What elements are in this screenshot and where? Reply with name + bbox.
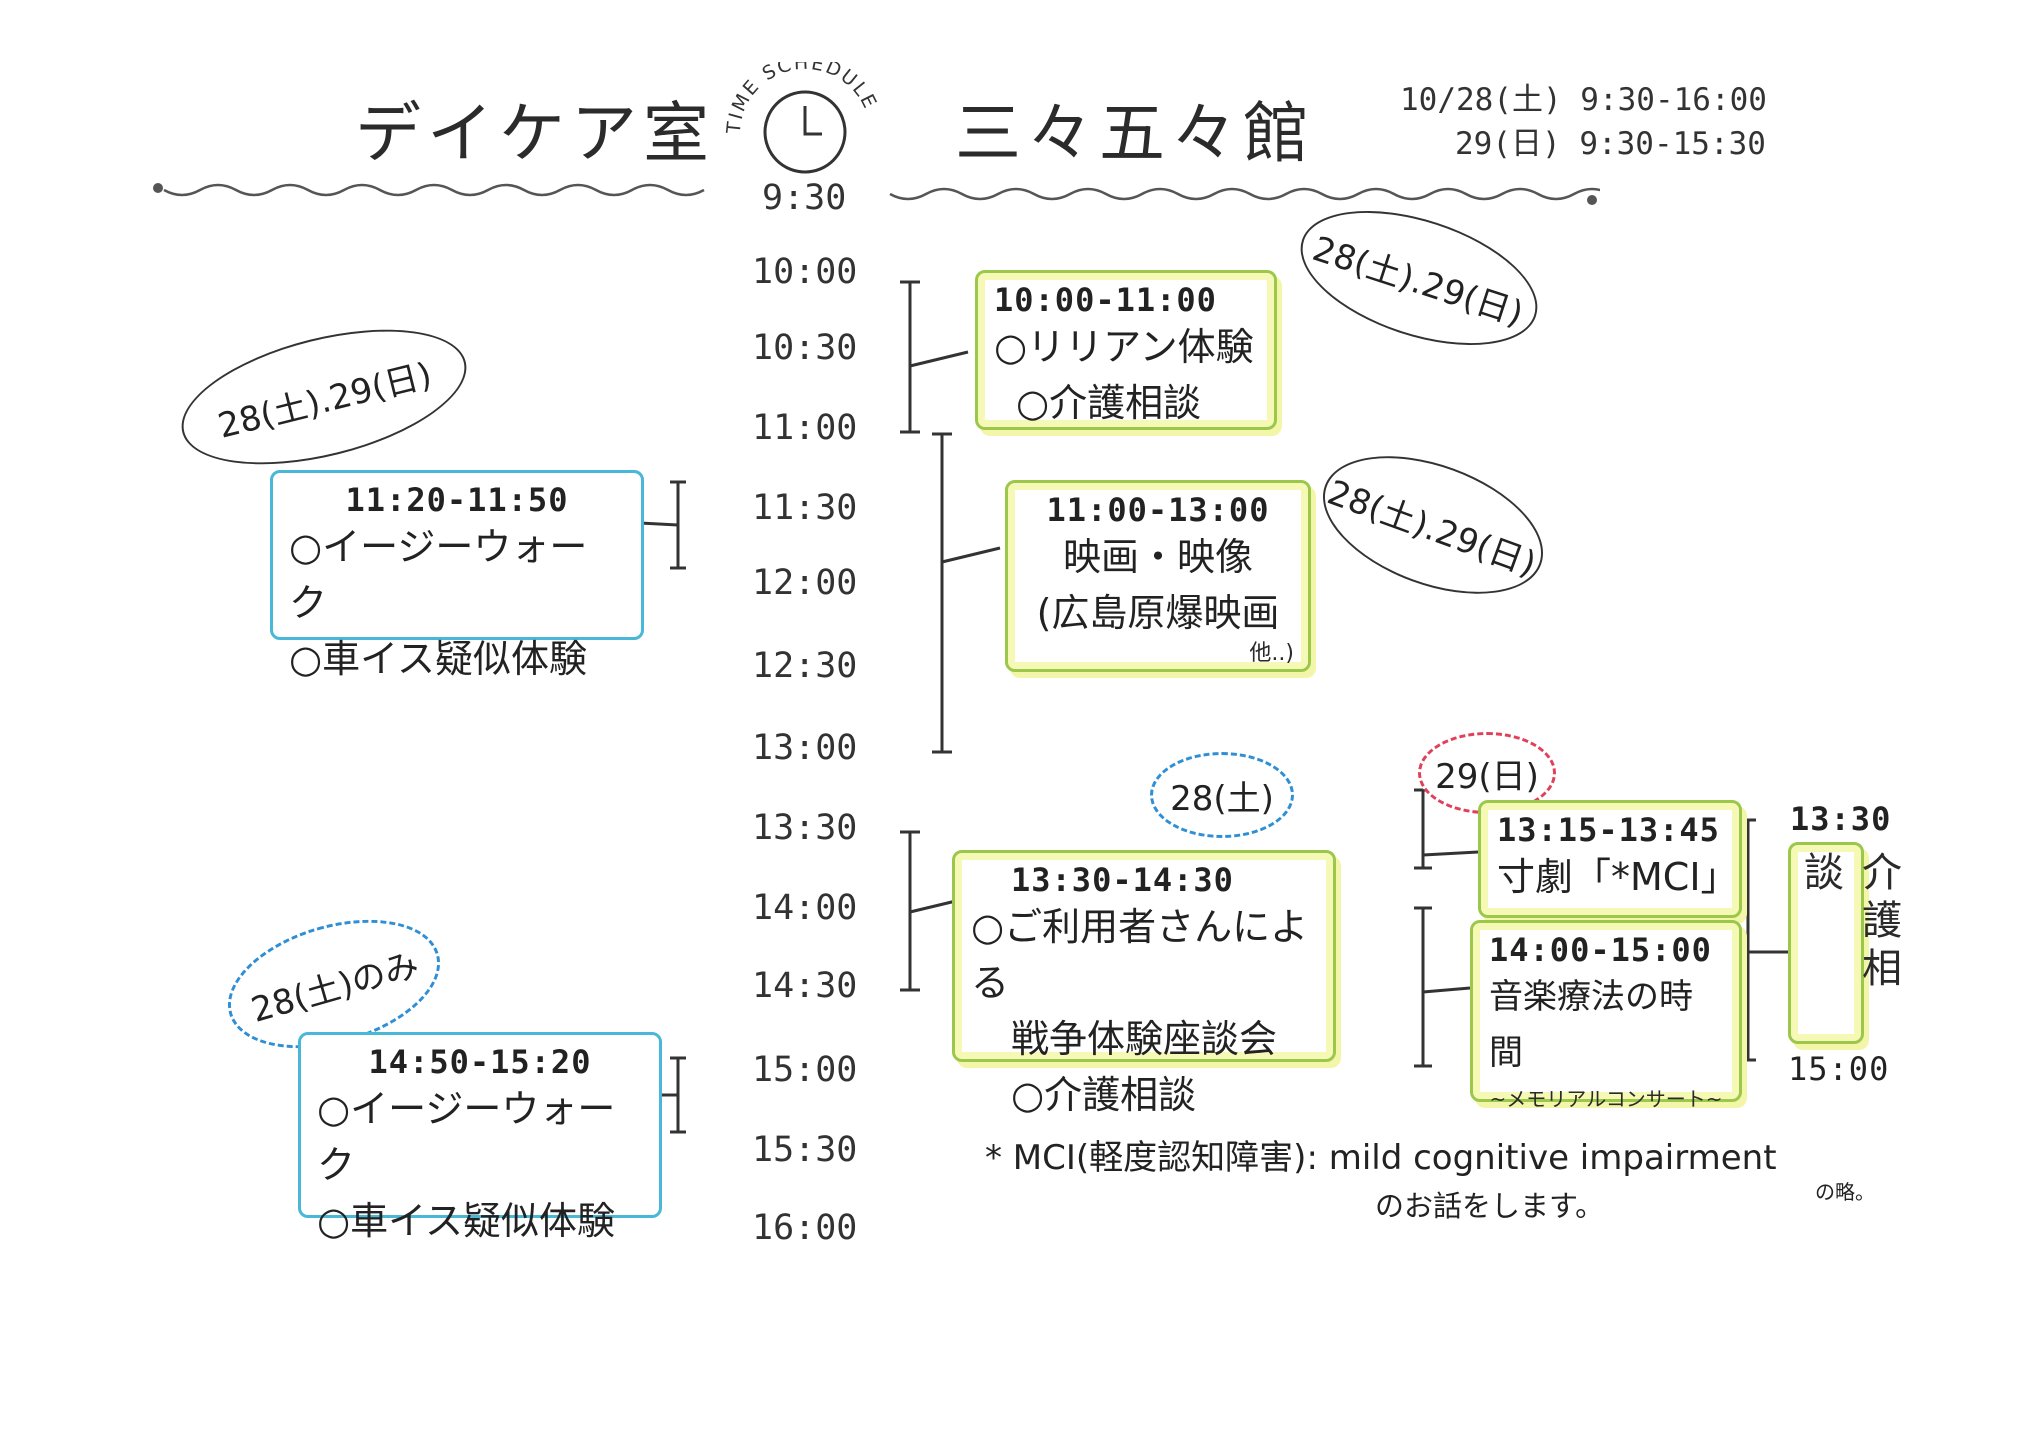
event-card-care: 介護相談 xyxy=(1788,842,1901,1044)
time-tick: 12:30 xyxy=(752,646,858,686)
time-tick: 15:30 xyxy=(752,1130,858,1170)
event-card-mci: 13:15-13:45 寸劇「*MCI」 xyxy=(1478,800,1742,918)
clock-logo: TIME SCHEDULE xyxy=(720,52,890,192)
time-tick: 14:00 xyxy=(752,888,858,928)
time-tick: 15:00 xyxy=(752,1050,858,1090)
event-time: 14:00-15:00 xyxy=(1489,931,1712,969)
time-tick: 16:00 xyxy=(752,1208,858,1248)
event-item: ○車イス疑似体験 xyxy=(289,637,588,681)
care-start-time: 13:30 xyxy=(1790,800,1892,838)
date-line-1: 10/28(土) 9:30-16:00 xyxy=(1400,82,1767,118)
event-item: ○介護相談 xyxy=(1011,1073,1197,1117)
event-line: (広島原爆映画 xyxy=(1036,591,1280,635)
time-tick: 11:00 xyxy=(752,408,858,448)
time-tick: 12:00 xyxy=(752,563,858,603)
time-tick: 10:30 xyxy=(752,328,858,368)
time-tick: 11:30 xyxy=(752,488,858,528)
event-sub: ~メモリアルコンサート~ xyxy=(1489,1087,1723,1111)
left-title: デイケア室 xyxy=(355,95,715,172)
event-time: 13:15-13:45 xyxy=(1497,811,1720,849)
event-card-music: 14:00-15:00 音楽療法の時間 ~メモリアルコンサート~ xyxy=(1470,920,1742,1111)
time-tick: 13:30 xyxy=(752,808,858,848)
event-card-lilian: 10:00-11:00 ○リリアン体験 ○介護相談 xyxy=(975,270,1277,430)
footnote-line-2: のお話をします。 xyxy=(1375,1189,1605,1223)
wavy-divider xyxy=(153,183,1600,205)
event-card-walk-pm: 14:50-15:20 ○イージーウォーク ○車イス疑似体験 xyxy=(298,1032,662,1243)
footnote: * MCI(軽度認知障害): mild cognitive impairment… xyxy=(985,1130,1875,1225)
event-time: 11:00-13:00 xyxy=(1046,491,1270,529)
event-card-walk-am: 11:20-11:50 ○イージーウォーク ○車イス疑似体験 xyxy=(270,470,644,681)
date-line-2: 29(日) 9:30-15:30 xyxy=(1455,126,1766,162)
event-label: 介護相談 xyxy=(1797,851,1901,995)
event-item: ○車イス疑似体験 xyxy=(317,1199,616,1243)
event-card-talk: 13:30-14:30 ○ご利用者さんによる 戦争体験座談会 ○介護相談 xyxy=(952,850,1336,1117)
event-label: 音楽療法の時間 xyxy=(1489,977,1693,1073)
date-range: 10/28(土) 9:30-16:00 29(日) 9:30-15:30 xyxy=(1400,78,1767,166)
footnote-line-1: * MCI(軽度認知障害): mild cognitive impairment xyxy=(985,1138,1777,1178)
day-bubble: 28(土) xyxy=(1150,752,1294,838)
footnote-side: の略。 xyxy=(1815,1180,1875,1204)
event-note: 他..) xyxy=(1249,641,1294,666)
time-tick: 10:00 xyxy=(752,252,858,292)
clock-icon: TIME SCHEDULE xyxy=(723,52,879,174)
event-item: ○リリアン体験 xyxy=(994,325,1254,369)
event-item: ○イージーウォーク xyxy=(317,1087,616,1187)
care-end-time: 15:00 xyxy=(1788,1050,1890,1088)
event-line: 映画・映像 xyxy=(1062,535,1253,579)
event-label: 寸劇「*MCI」 xyxy=(1497,855,1739,899)
time-tick: 13:00 xyxy=(752,728,858,768)
event-time: 10:00-11:00 xyxy=(994,281,1217,319)
time-tick: 14:30 xyxy=(752,966,858,1006)
time-tick: 9:30 xyxy=(762,178,847,218)
event-item: ○介護相談 xyxy=(1016,381,1202,425)
event-item: ○イージーウォーク xyxy=(289,525,588,625)
event-time: 14:50-15:20 xyxy=(368,1043,592,1081)
event-card-movie: 11:00-13:00 映画・映像 (広島原爆映画 他..) xyxy=(1005,480,1311,672)
right-title: 三々五々館 xyxy=(955,95,1315,172)
event-time: 11:20-11:50 xyxy=(345,481,569,519)
event-item: 戦争体験座談会 xyxy=(1011,1017,1278,1061)
event-time: 13:30-14:30 xyxy=(1011,861,1234,899)
event-item: ○ご利用者さんによる xyxy=(971,905,1309,1005)
